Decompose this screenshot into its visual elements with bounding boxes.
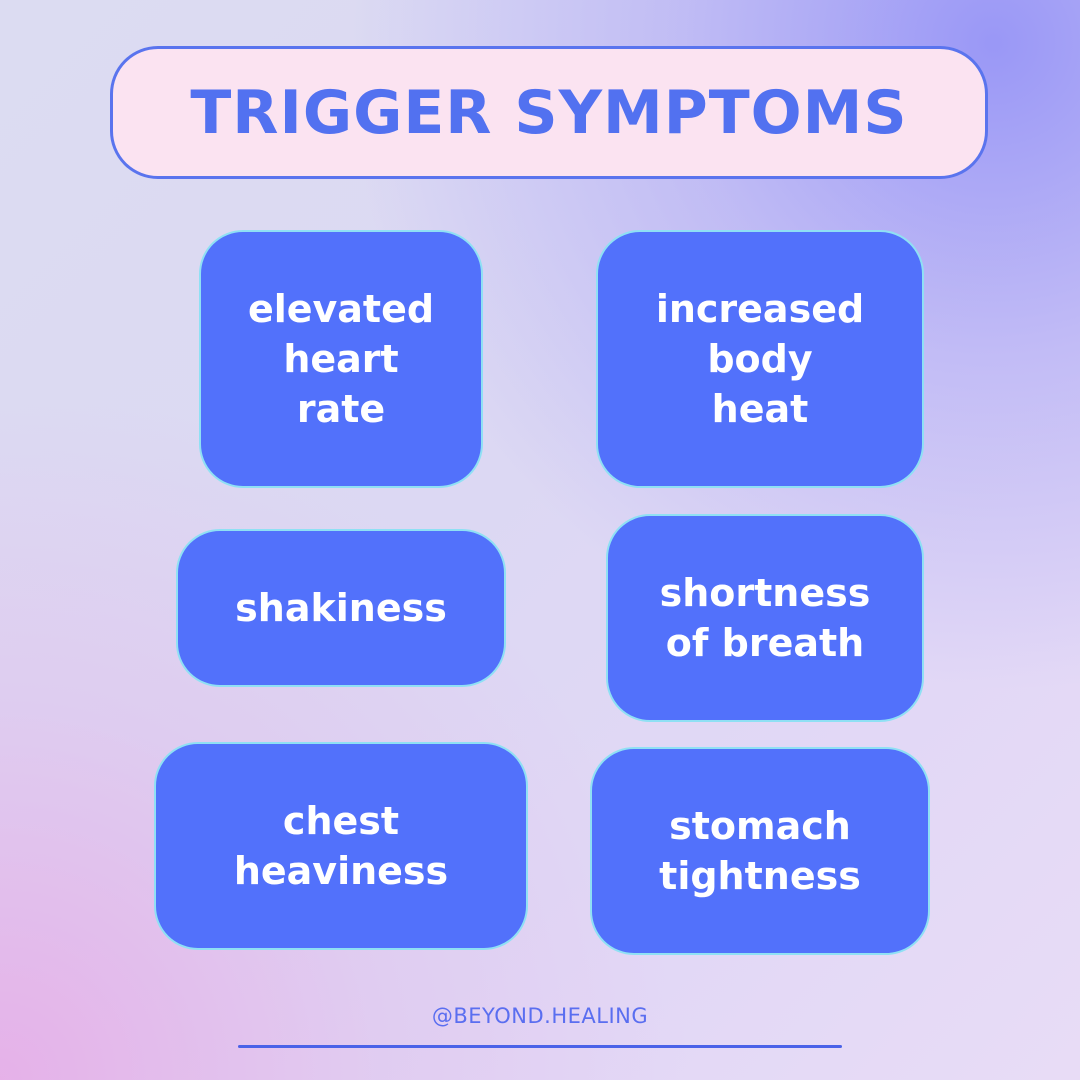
symptom-card-increased-body-heat: increased body heat (596, 230, 924, 488)
symptom-label: shakiness (235, 586, 447, 630)
symptom-label: chest heaviness (233, 799, 449, 893)
symptom-card-chest-heaviness: chest heaviness (154, 742, 528, 950)
symptom-card-shakiness: shakiness (176, 529, 506, 687)
symptom-card-shortness-of-breath: shortness of breath (606, 514, 924, 722)
symptom-label: elevated heart rate (247, 287, 435, 431)
symptom-label: increased body heat (655, 287, 865, 431)
social-handle: @BEYOND.HEALING (431, 1004, 649, 1028)
page-title: TRIGGER SYMPTOMS (190, 77, 908, 148)
footer-divider (238, 1045, 842, 1048)
symptom-label: shortness of breath (659, 571, 871, 665)
symptom-card-stomach-tightness: stomach tightness (590, 747, 930, 955)
symptom-label: stomach tightness (659, 804, 861, 898)
title-banner: TRIGGER SYMPTOMS (110, 46, 988, 179)
symptom-card-elevated-heart-rate: elevated heart rate (199, 230, 483, 488)
